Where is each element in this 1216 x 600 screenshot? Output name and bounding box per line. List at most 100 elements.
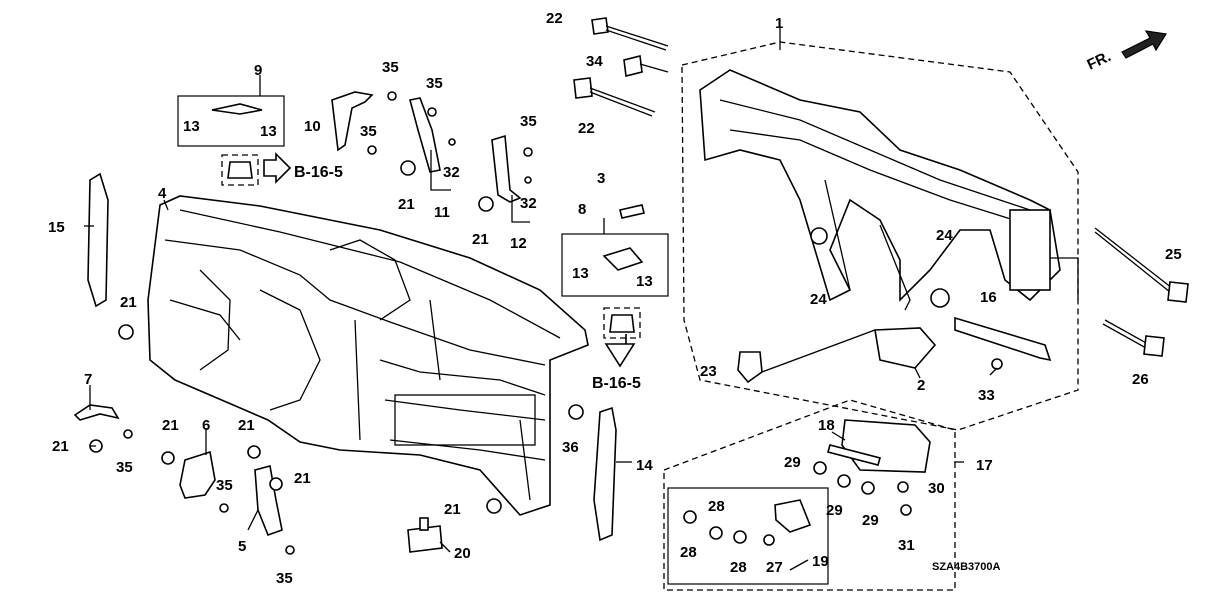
side-cover-left [87,172,109,308]
part-19-box [667,487,829,585]
callout-36: 36 [562,439,579,456]
callout-25: 25 [1165,246,1182,263]
front-direction-label: FR. [1085,48,1114,74]
callout-21a: 21 [120,294,137,311]
front-direction-indicator: FR. [1085,30,1167,74]
ref-arrow-upper-icon [263,152,292,184]
callout-28b: 28 [708,498,725,515]
part-9-box [177,95,285,147]
side-cover-right [593,406,617,542]
bolt-26 [1143,335,1165,357]
callout-8: 8 [578,201,586,218]
bolts-top [573,17,669,117]
callout-20: 20 [454,545,471,562]
callout-35b: 35 [426,75,443,92]
bracket-12 [491,134,522,203]
callout-13c: 13 [572,265,589,282]
callout-21g: 21 [294,470,311,487]
callout-35d: 35 [520,113,537,130]
callout-13a: 13 [183,118,200,135]
fasteners [89,91,1003,555]
rail-16 [954,316,1052,362]
pin-3 [619,204,645,219]
callout-13d: 13 [636,273,653,290]
part-17-boundary [663,399,956,591]
callout-22b: 22 [578,120,595,137]
callout-34: 34 [586,53,603,70]
reference-label-lower: B-16-5 [592,375,641,392]
part-8-group [561,233,669,368]
callout-24b: 24 [936,227,953,244]
callout-28a: 28 [680,544,697,561]
bracket-11 [409,97,441,173]
callout-23: 23 [700,363,717,380]
callout-17: 17 [976,457,993,474]
callout-3: 3 [597,170,605,187]
callout-29a: 29 [784,454,801,471]
bolt-25 [1167,281,1189,303]
callout-19: 19 [812,553,829,570]
bracket-2 [874,327,937,369]
clip-9-detail-box [221,154,259,186]
callout-14: 14 [636,457,653,474]
callout-26: 26 [1132,371,1149,388]
callout-22a: 22 [546,10,563,27]
callout-35a: 35 [382,59,399,76]
front-arrow-icon [1121,30,1167,59]
diagram-reference-code: SZA4B3700A [932,561,1001,573]
bracket-10 [331,91,374,152]
dashboard-frame [699,69,1061,311]
callout-27: 27 [766,559,783,576]
callout-35f: 35 [216,477,233,494]
callout-21f: 21 [238,417,255,434]
callout-21c: 21 [472,231,489,248]
callout-21h: 21 [444,501,461,518]
callout-10: 10 [304,118,321,135]
plate-20 [407,525,443,553]
bracket-7 [73,404,120,421]
clip-8-detail-box [603,307,641,339]
callout-21d: 21 [52,438,69,455]
callout-21b: 21 [398,196,415,213]
callout-1: 1 [775,15,783,32]
callout-4: 4 [158,185,167,202]
callout-24a: 24 [810,291,827,308]
callout-11: 11 [434,204,450,221]
airbag-module [841,419,931,473]
callout-labels: 1 2 3 4 5 6 7 8 9 10 11 12 13 13 13 13 1… [48,10,1182,587]
callout-6: 6 [202,417,210,434]
callout-32b: 32 [520,195,537,212]
dashboard-assembly [147,195,589,516]
callout-29c: 29 [862,512,879,529]
part-8-box [561,233,669,297]
callout-28c: 28 [730,559,747,576]
callout-30: 30 [928,480,945,497]
callout-35g: 35 [276,570,293,587]
callout-15: 15 [48,219,65,236]
callout-35c: 35 [360,123,377,140]
callout-29b: 29 [826,502,843,519]
callout-33: 33 [978,387,995,404]
callout-12: 12 [510,235,527,252]
part-1-boundary [681,41,1079,431]
callout-18: 18 [818,417,835,434]
reference-label-upper: B-16-5 [294,164,343,181]
callout-35e: 35 [116,459,133,476]
callout-5: 5 [238,538,246,555]
callout-21e: 21 [162,417,179,434]
callout-13b: 13 [260,123,277,140]
callout-16: 16 [980,289,997,306]
bracket-5 [254,465,283,537]
part-9-group [177,95,292,186]
leader-lines [84,28,1079,571]
callout-31: 31 [898,537,915,554]
callout-2: 2 [917,377,925,394]
bracket-6 [179,450,216,499]
clip-23 [737,351,763,384]
callout-9: 9 [254,62,262,79]
bracket-27 [774,499,812,533]
callout-32a: 32 [443,164,460,181]
ref-arrow-lower-icon [604,334,636,368]
callout-7: 7 [84,371,92,388]
